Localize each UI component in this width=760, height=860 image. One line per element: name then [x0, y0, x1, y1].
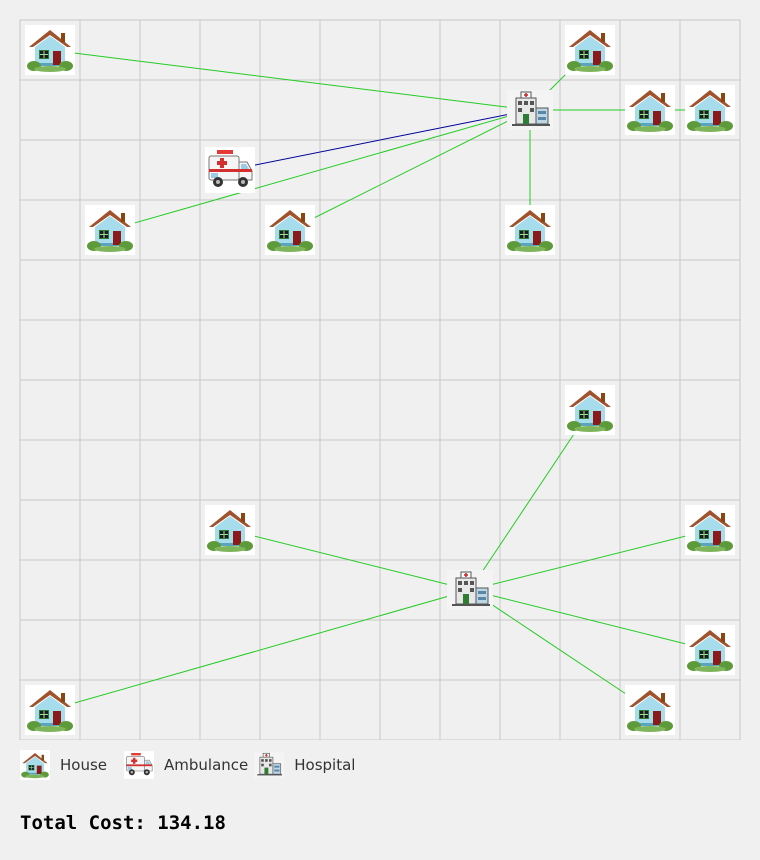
house-hospital-link — [229, 529, 471, 591]
house-icon — [24, 684, 76, 736]
house-icon — [684, 84, 736, 136]
house-icon — [564, 24, 616, 76]
city-grid-board — [19, 19, 741, 740]
house-hospital-link — [469, 529, 711, 591]
hospital-icon — [254, 751, 285, 779]
legend-item-hospital: Hospital — [254, 750, 355, 780]
house-hospital-link — [469, 589, 651, 711]
house-icon — [624, 84, 676, 136]
house-icon — [564, 384, 616, 436]
ambulance-icon — [124, 750, 154, 780]
total-cost-label: Total Cost: 134.18 — [20, 812, 226, 834]
ambulance-icon — [204, 146, 256, 194]
house-hospital-link — [289, 109, 531, 231]
hospital-icon — [446, 569, 494, 611]
house-icon — [20, 750, 50, 780]
house-hospital-link — [49, 589, 471, 711]
house-icon — [84, 204, 136, 256]
house-hospital-link — [469, 589, 711, 651]
hospital-icon — [506, 89, 554, 131]
legend-item-house: House — [20, 750, 118, 780]
legend: House Ambulance Hospital — [20, 750, 361, 780]
house-hospital-link — [49, 49, 531, 111]
house-hospital-link — [109, 109, 531, 231]
legend-item-ambulance: Ambulance — [124, 750, 248, 780]
legend-label-hospital: Hospital — [294, 756, 356, 774]
house-icon — [624, 684, 676, 736]
legend-label-house: House — [60, 756, 108, 774]
house-icon — [204, 504, 256, 556]
legend-label-ambulance: Ambulance — [164, 756, 249, 774]
house-icon — [684, 504, 736, 556]
house-icon — [684, 624, 736, 676]
ambulance-hospital-link — [229, 109, 531, 171]
house-icon — [264, 204, 316, 256]
house-hospital-link — [469, 409, 591, 591]
ambulances-layer — [204, 146, 256, 194]
house-icon — [24, 24, 76, 76]
house-icon — [504, 204, 556, 256]
